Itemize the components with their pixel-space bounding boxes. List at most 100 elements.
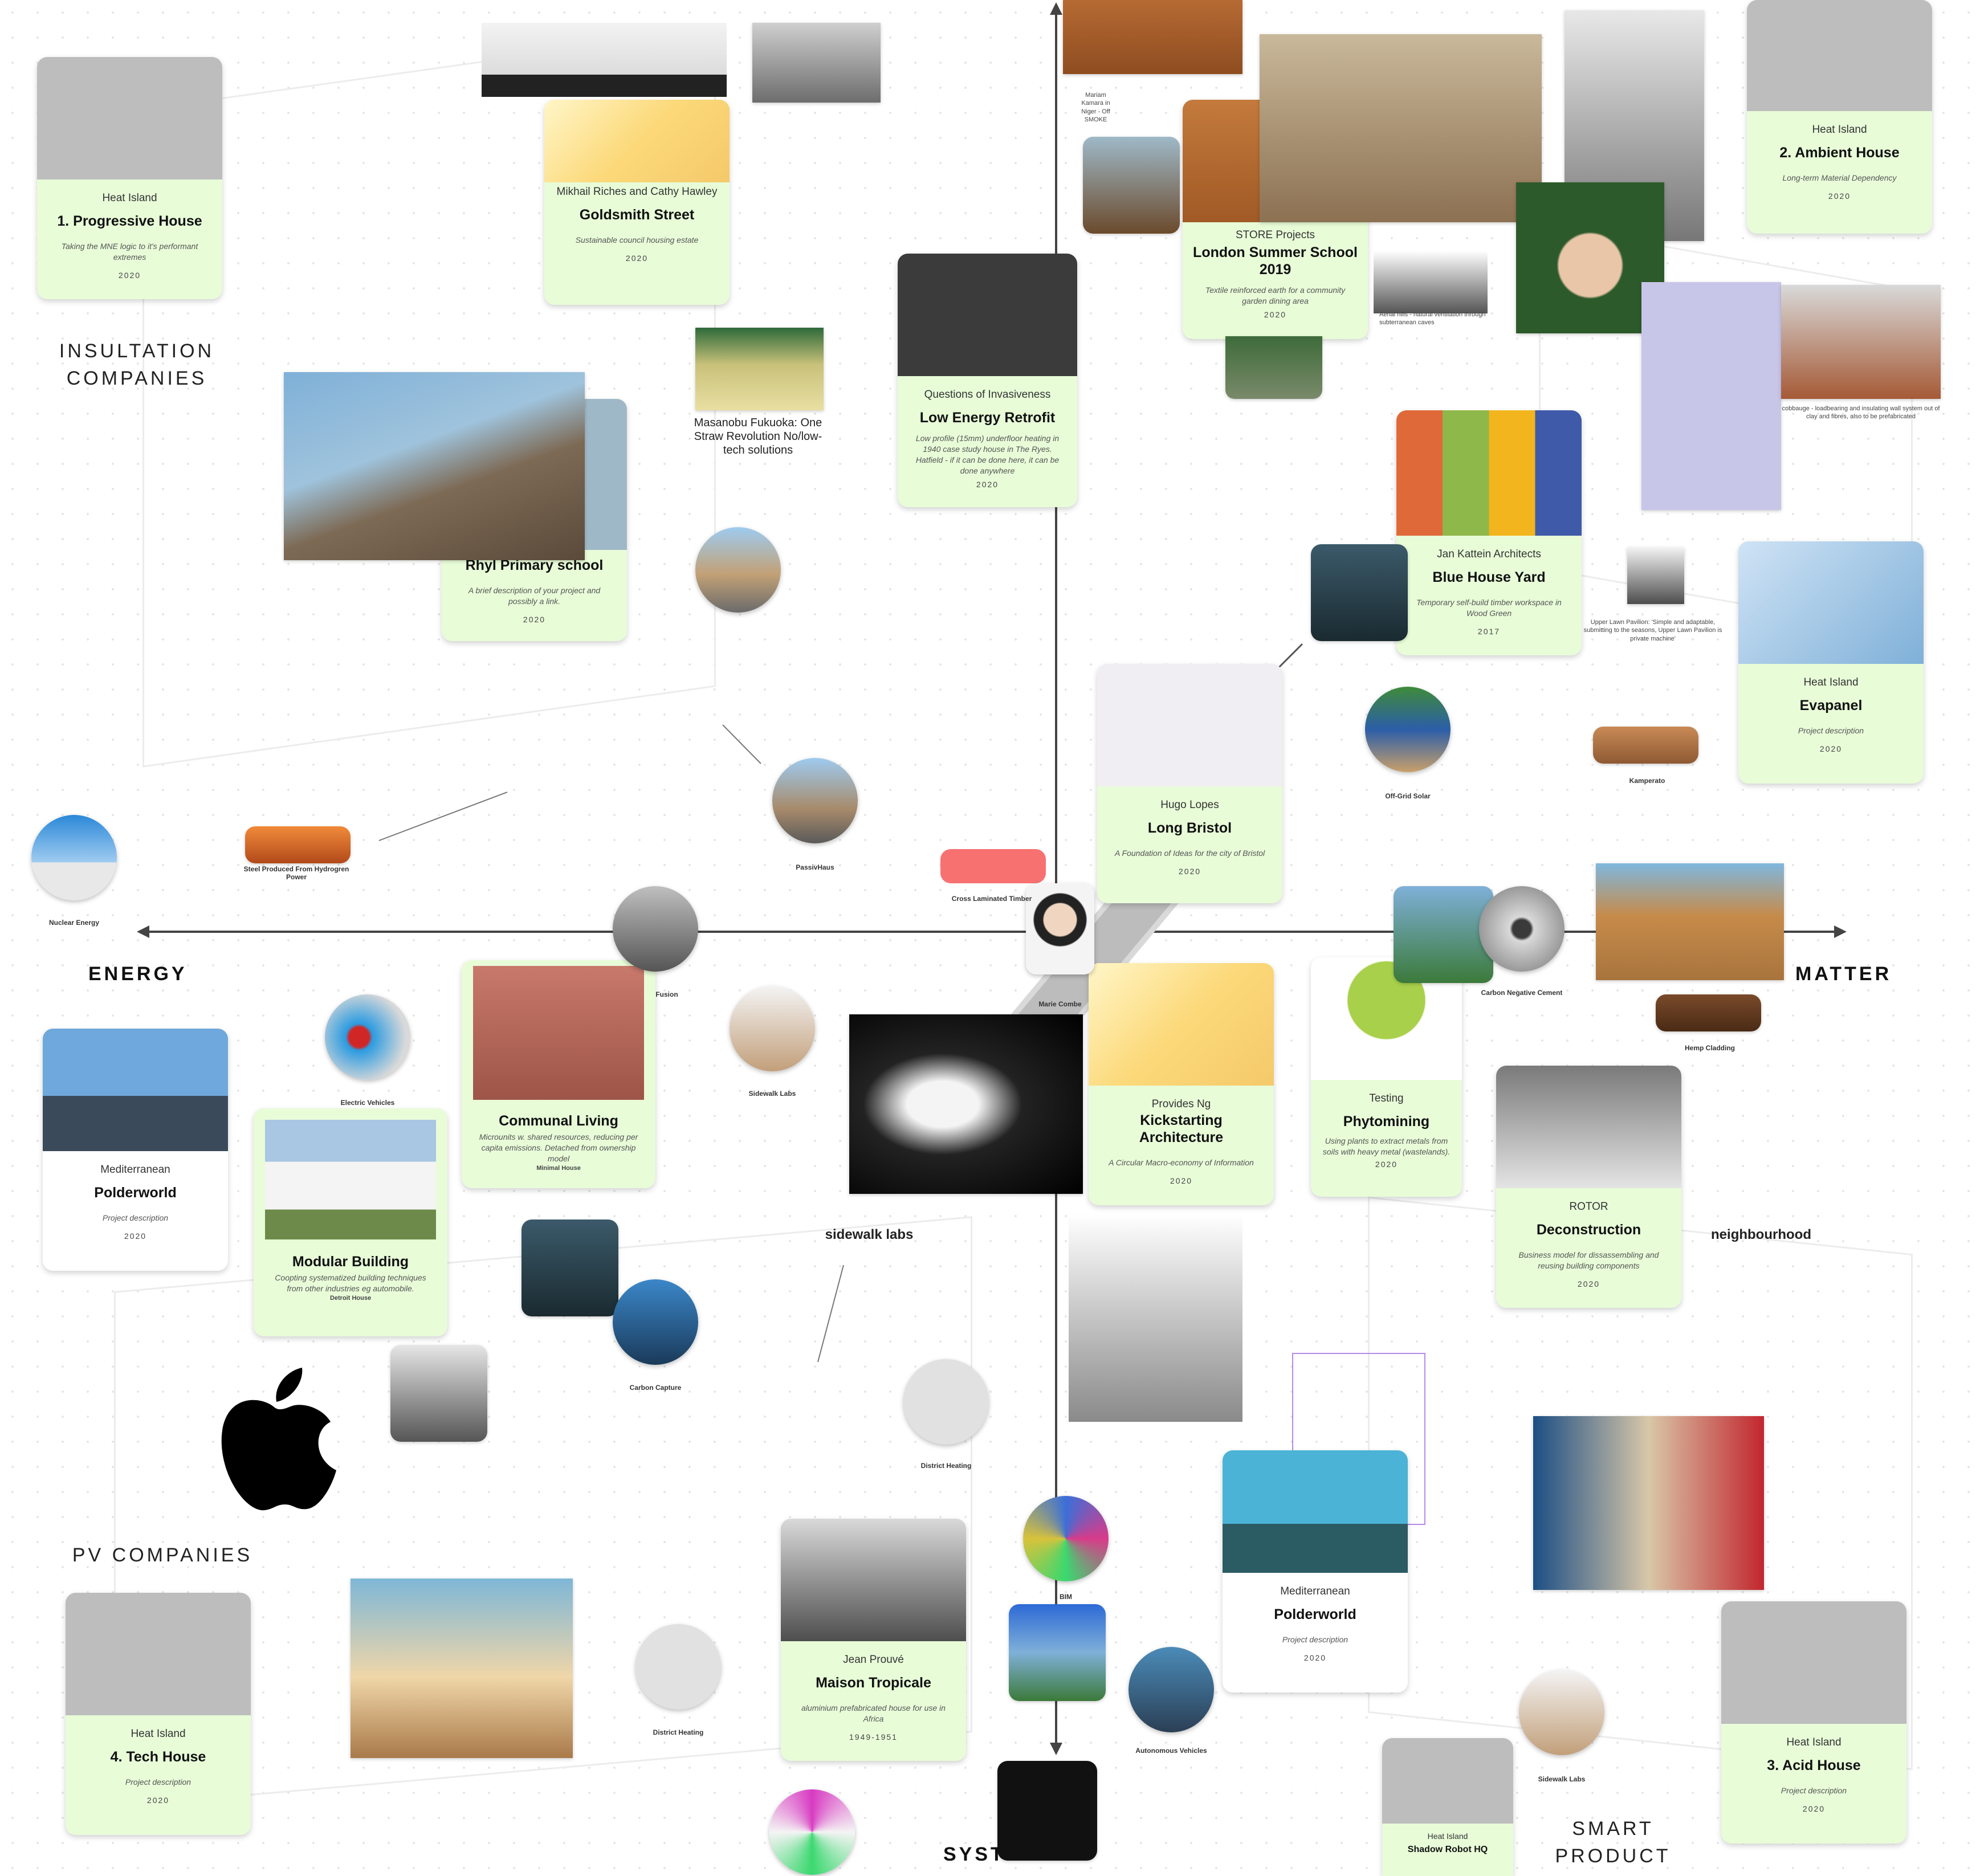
pink-sticky[interactable] (940, 849, 1046, 883)
circle-colorful[interactable] (769, 1789, 855, 1875)
card-image (1089, 963, 1274, 1086)
card-year: 2020 (976, 479, 999, 489)
card-description: Project description (1282, 1635, 1348, 1644)
card-title: Shadow Robot HQ (1407, 1845, 1488, 1854)
card-description: A Foundation of Ideas for the city of Br… (1114, 849, 1265, 858)
photo-city-rules-1[interactable] (1311, 544, 1408, 641)
card-title: London Summer School 2019 (1193, 244, 1358, 278)
card-goldsmith-street[interactable]: Mikhail Riches and Cathy Hawley Goldsmit… (544, 100, 730, 305)
photo-dark-book[interactable] (997, 1761, 1097, 1861)
card-tech-house[interactable]: Heat Island 4. Tech House Project descri… (66, 1593, 251, 1835)
card-maison-tropicale[interactable]: Jean Prouvé Maison Tropicale aluminium p… (781, 1519, 966, 1761)
card-shadow-robot[interactable]: Heat Island Shadow Robot HQ (1382, 1738, 1513, 1876)
photo-mariam-kamara[interactable] (1063, 0, 1242, 74)
photo-steel[interactable] (245, 826, 351, 863)
card-year: 2020 (625, 253, 649, 263)
label-mariam: Mariam Kamara in Niger - Off SMOKE (1081, 92, 1110, 123)
card-progressive-house[interactable]: Heat Island 1. Progressive House Taking … (37, 57, 222, 299)
card-description: Taking the MNE logic to it's performant … (61, 242, 198, 262)
photo-upper-lawn[interactable] (1627, 547, 1684, 604)
photo-diagram-hills[interactable] (1374, 251, 1488, 313)
photo-buckysphere[interactable] (1009, 1604, 1106, 1701)
card-blue-house-yard[interactable]: Jan Kattein Architects Blue House Yard T… (1396, 410, 1582, 655)
card-title: 3. Acid House (1767, 1757, 1861, 1773)
card-description: Microunits w. shared resources, reducing… (479, 1132, 638, 1163)
card-image (473, 966, 644, 1100)
card-description: aluminium prefabricated house for use in… (801, 1703, 946, 1723)
card-long-bristol[interactable]: Hugo Lopes Long Bristol A Foundation of … (1097, 664, 1282, 903)
circle-marie[interactable] (1026, 883, 1094, 974)
card-image (1396, 410, 1582, 536)
card-communal-living[interactable]: Communal Living Microunits w. shared res… (462, 960, 655, 1188)
photo-city-rules-2[interactable] (522, 1220, 618, 1316)
card-category: STORE Projects (1235, 229, 1315, 241)
card-evapanel[interactable]: Heat Island Evapanel Project description… (1738, 541, 1924, 784)
card-title: Polderworld (94, 1185, 177, 1201)
circle-bim[interactable] (1023, 1496, 1109, 1581)
photo-brutalist[interactable] (1069, 1214, 1242, 1422)
card-ambient-house[interactable]: Heat Island 2. Ambient House Long-term M… (1747, 0, 1932, 234)
photo-modular-comic[interactable] (390, 1345, 487, 1442)
card-image (1721, 1601, 1906, 1724)
photo-caves[interactable] (1260, 34, 1542, 222)
circle-passivhaus[interactable] (772, 758, 858, 843)
photo-cobbauge-blocks[interactable] (1641, 282, 1781, 510)
card-low-energy-retrofit[interactable]: Questions of Invasiveness Low Energy Ret… (898, 254, 1077, 507)
circle-district-2[interactable] (635, 1624, 721, 1710)
circle-autonomous[interactable] (1128, 1647, 1214, 1732)
card-year: 2017 (1477, 626, 1501, 636)
card-deconstruction[interactable]: ROTOR Deconstruction Business model for … (1496, 1066, 1681, 1308)
photo-building-section[interactable] (482, 23, 727, 97)
card-category: Heat Island (1803, 676, 1859, 688)
photo-parametric[interactable] (849, 1014, 1083, 1194)
photo-earth[interactable] (1394, 886, 1493, 983)
photo-gates[interactable] (1533, 1416, 1764, 1590)
card-description: Sustainable council housing estate (575, 235, 699, 244)
label-bim: BIM (1060, 1593, 1072, 1601)
card-polderworld-right[interactable]: Mediterranean Polderworld Project descri… (1223, 1450, 1408, 1693)
card-category: Heat Island (1812, 124, 1867, 136)
card-title: Modular Building (292, 1254, 409, 1270)
card-phytomining[interactable]: Testing Phytomining Using plants to extr… (1311, 957, 1462, 1197)
card-acid-house[interactable]: Heat Island 3. Acid House Project descri… (1721, 1601, 1906, 1844)
card-title: 4. Tech House (110, 1749, 206, 1765)
axis-label-matter: MATTER (1795, 963, 1892, 985)
circle-nuclear[interactable] (31, 815, 117, 900)
card-description: Project description (125, 1777, 192, 1787)
circle-building-1[interactable] (695, 527, 781, 613)
circle-district-1[interactable] (903, 1359, 989, 1445)
circle-offgrid[interactable] (1365, 687, 1451, 772)
circle-electric[interactable] (325, 994, 410, 1080)
photo-portrait[interactable] (1516, 182, 1664, 333)
card-modular-building[interactable]: Modular Building Coopting systematized b… (254, 1108, 447, 1336)
card-year: 2020 (523, 614, 546, 624)
photo-cobbauge-wall[interactable] (1781, 285, 1941, 399)
card-polderworld-left[interactable]: Mediterranean Polderworld Project descri… (43, 1029, 228, 1271)
photo-kamperato[interactable] (1593, 727, 1698, 764)
photo-wheat-field[interactable] (695, 328, 824, 410)
photo-building-render[interactable] (752, 23, 881, 103)
photo-tree[interactable] (1225, 336, 1322, 399)
circle-carbon-capture[interactable] (613, 1279, 698, 1365)
circle-fusion[interactable] (613, 886, 698, 972)
photo-interior[interactable] (351, 1579, 573, 1758)
circle-sidewalk-1[interactable] (730, 986, 815, 1071)
photo-hut[interactable] (1083, 137, 1180, 234)
card-category: Heat Island (1427, 1832, 1468, 1841)
card-image (1382, 1738, 1513, 1824)
card-subtitle: Detroit House (329, 1294, 372, 1302)
circle-sidewalk-2[interactable] (1519, 1670, 1604, 1755)
circle-carbon-negative[interactable] (1479, 886, 1565, 972)
card-category: Jan Kattein Architects (1437, 548, 1541, 560)
card-category: Questions of Invasiveness (924, 389, 1051, 401)
label-electric: Electric Vehicles (340, 1099, 395, 1107)
photo-mosque[interactable] (1596, 863, 1784, 980)
card-title: Evapanel (1799, 698, 1863, 713)
label-marie: Marie Combe (1038, 1000, 1082, 1008)
card-year: 2020 (146, 1795, 170, 1805)
photo-kevin-mccloud[interactable] (284, 372, 585, 560)
card-kickstarting-architecture[interactable]: Provides Ng Kickstarting Architecture A … (1089, 963, 1274, 1205)
card-year: 2020 (1264, 309, 1287, 319)
photo-hemp-cladding[interactable] (1656, 994, 1761, 1031)
